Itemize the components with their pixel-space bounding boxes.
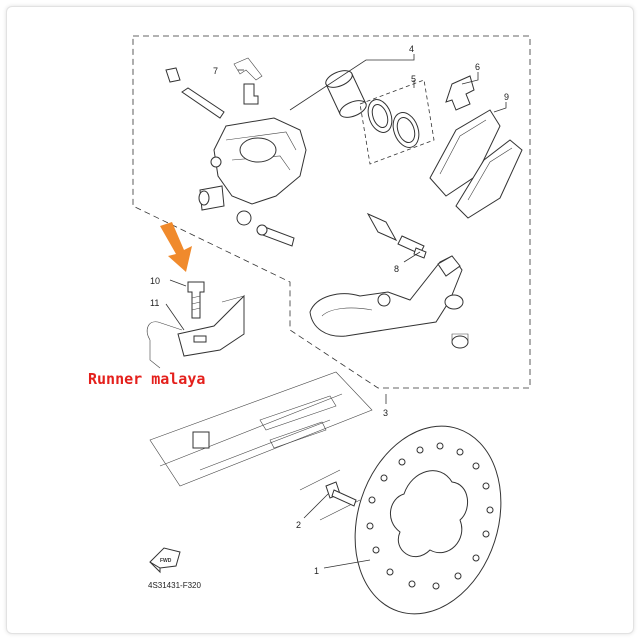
caliper-bolts bbox=[256, 212, 427, 259]
pad-spring bbox=[445, 75, 475, 111]
bleed-screw bbox=[243, 83, 259, 105]
brake-disc bbox=[354, 425, 502, 615]
callout-6: 6 bbox=[475, 62, 480, 72]
mounting-bolt bbox=[187, 281, 205, 319]
orange-arrow-icon bbox=[160, 222, 192, 272]
callout-labels: 4 5 6 7 9 8 10 11 3 2 1 bbox=[150, 44, 509, 576]
assembly-boundary bbox=[132, 35, 531, 389]
caliper-hardware bbox=[165, 57, 263, 119]
fwd-arrow-icon: FWD bbox=[149, 547, 181, 574]
callout-7: 7 bbox=[213, 66, 218, 76]
piston-seals bbox=[359, 79, 435, 165]
callout-8: 8 bbox=[394, 264, 399, 274]
caliper-bracket bbox=[309, 255, 469, 349]
bracket-hole bbox=[377, 293, 391, 307]
bracket-bushing bbox=[451, 335, 469, 349]
caliper-pin bbox=[181, 87, 225, 119]
brake-pads bbox=[429, 109, 523, 219]
caliper-body bbox=[198, 117, 307, 226]
watermark-text: Runner malaya bbox=[88, 370, 205, 388]
mounting-bracket bbox=[146, 294, 245, 369]
callout-9: 9 bbox=[504, 92, 509, 102]
callout-2: 2 bbox=[296, 520, 301, 530]
bleed-cap bbox=[165, 67, 181, 83]
pad-clip bbox=[233, 57, 263, 81]
piston bbox=[325, 70, 367, 118]
callout-3: 3 bbox=[383, 408, 388, 418]
callout-5: 5 bbox=[411, 74, 416, 84]
swingarm bbox=[149, 371, 373, 521]
diagram-code: 4S31431-F320 bbox=[148, 581, 201, 590]
callout-11: 11 bbox=[150, 298, 159, 308]
callout-1: 1 bbox=[314, 566, 319, 576]
fwd-label: FWD bbox=[160, 558, 172, 564]
callout-10: 10 bbox=[150, 276, 160, 286]
disc-bolt bbox=[325, 481, 357, 507]
leader-lines bbox=[165, 54, 507, 569]
caliper-boot bbox=[236, 210, 252, 226]
swingarm-boss bbox=[192, 431, 210, 449]
bracket-pin-boss bbox=[444, 294, 464, 310]
callout-4: 4 bbox=[409, 44, 414, 54]
